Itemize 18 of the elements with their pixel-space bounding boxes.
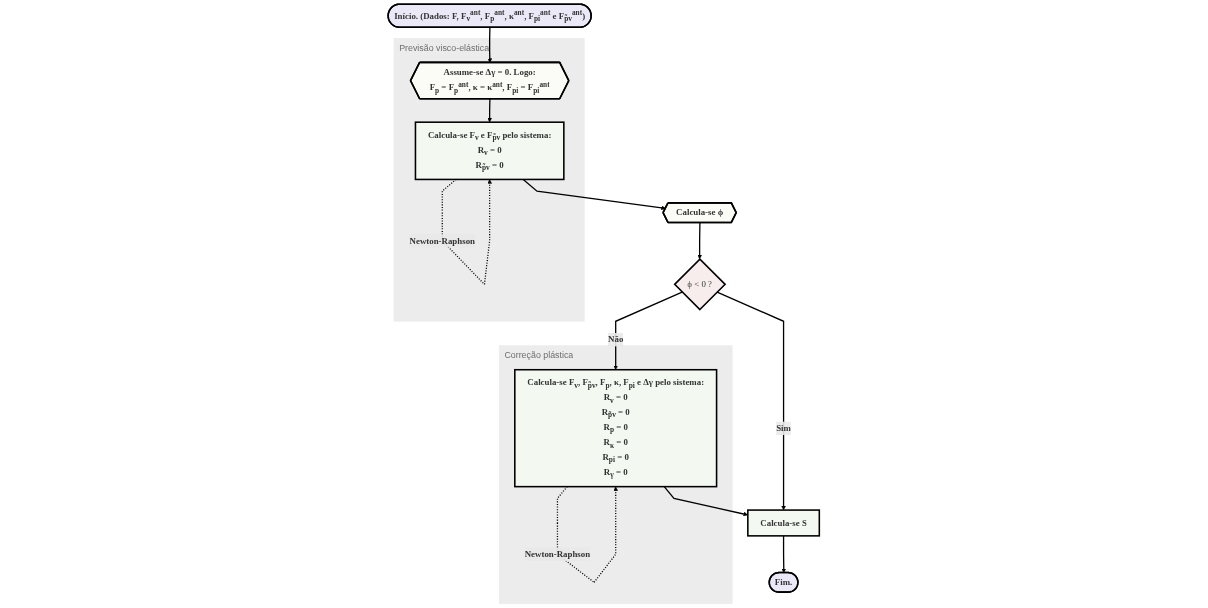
- arrow: [557, 486, 619, 583]
- node-box: Calcula-se F$_{v}$, F$_{p̃v}$, F$_{p}$, κ, F$_{pi}$ e Δγ pelo sistema: R$_{v}$ = 0 R$_{p̃v}$ = 0 R$_{p}$ = 0 R$_{κ}$ = 0 R$_{pi}$ = 0 R$_{γ}$ = 0: [514, 368, 718, 488]
- arrow: [716, 291, 787, 511]
- arrow: [487, 98, 493, 123]
- edge-label: Não: [608, 334, 624, 345]
- arrow: [487, 26, 493, 63]
- node-box: Calcula-se S: [747, 509, 821, 537]
- arrow: [781, 535, 787, 574]
- arrow: [522, 178, 667, 211]
- edge-label: Newton-Raphson: [524, 549, 591, 560]
- arrow: [697, 222, 703, 260]
- edge-label: Sim: [776, 423, 792, 433]
- node-diamond: ϕ < 0 ?: [673, 258, 727, 311]
- node-box: Calcula-se F$_{v}$ e F$_{p̃v}$ pelo sistema: R$_{v}$ = 0 R$_{p̃v}$ = 0: [414, 121, 565, 181]
- edge-label: Newton-Raphson: [409, 235, 476, 246]
- arrow: [441, 178, 493, 285]
- arrow: [663, 486, 749, 517]
- arrow: [613, 291, 683, 370]
